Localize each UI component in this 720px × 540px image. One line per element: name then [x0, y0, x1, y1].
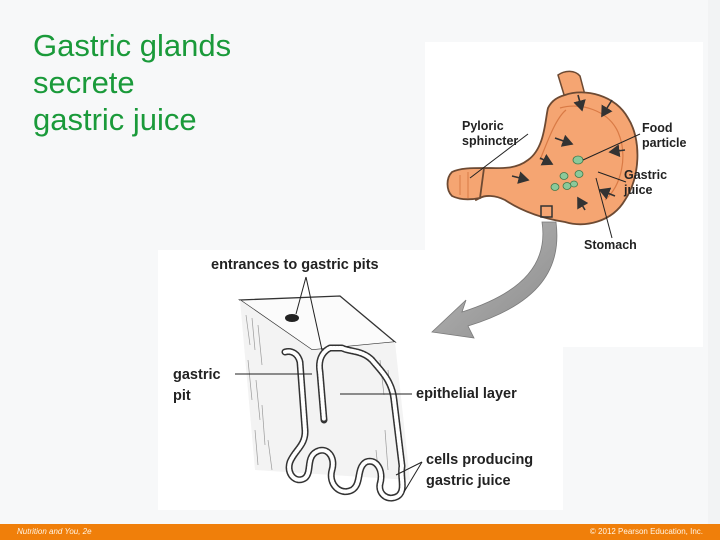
- label-epithelial-layer: epithelial layer: [416, 386, 517, 402]
- gland-illustration: [238, 295, 410, 502]
- label-gastric-pit: gastric pit: [173, 367, 225, 404]
- stomach-illustration: [446, 70, 639, 226]
- footer-bar: Nutrition and You, 2e © 2012 Pearson Edu…: [0, 524, 720, 540]
- label-entrances-to-gastric-pits: entrances to gastric pits: [211, 257, 379, 273]
- label-pyloric-sphincter: Pyloric sphincter: [462, 119, 518, 148]
- pit-opening: [285, 314, 299, 322]
- title-line-3: gastric juice: [33, 102, 197, 137]
- detail-box: [540, 205, 553, 218]
- title-line-1: Gastric glands: [33, 28, 232, 63]
- label-stomach: Stomach: [584, 238, 637, 252]
- label-gastric-juice-stomach: Gastric juice: [623, 168, 671, 197]
- diagram-canvas: Pyloric sphincter Food particle Gastric …: [173, 70, 687, 502]
- title-line-2: secrete: [33, 65, 135, 100]
- stomach-body: [470, 91, 639, 226]
- slide-title: Gastric glands secrete gastric juice: [33, 27, 231, 138]
- right-edge-band: [708, 0, 720, 524]
- label-food-particle: Food particle: [642, 121, 687, 150]
- footer-book-title: Nutrition and You, 2e: [17, 527, 92, 536]
- footer-copyright: © 2012 Pearson Education, Inc.: [589, 527, 703, 536]
- duodenum: [446, 167, 486, 201]
- juice-flow-arrows: [511, 94, 626, 211]
- zoom-arrow: [431, 221, 558, 339]
- label-cells-producing-gastric-juice: cells producing gastric juice: [426, 452, 537, 489]
